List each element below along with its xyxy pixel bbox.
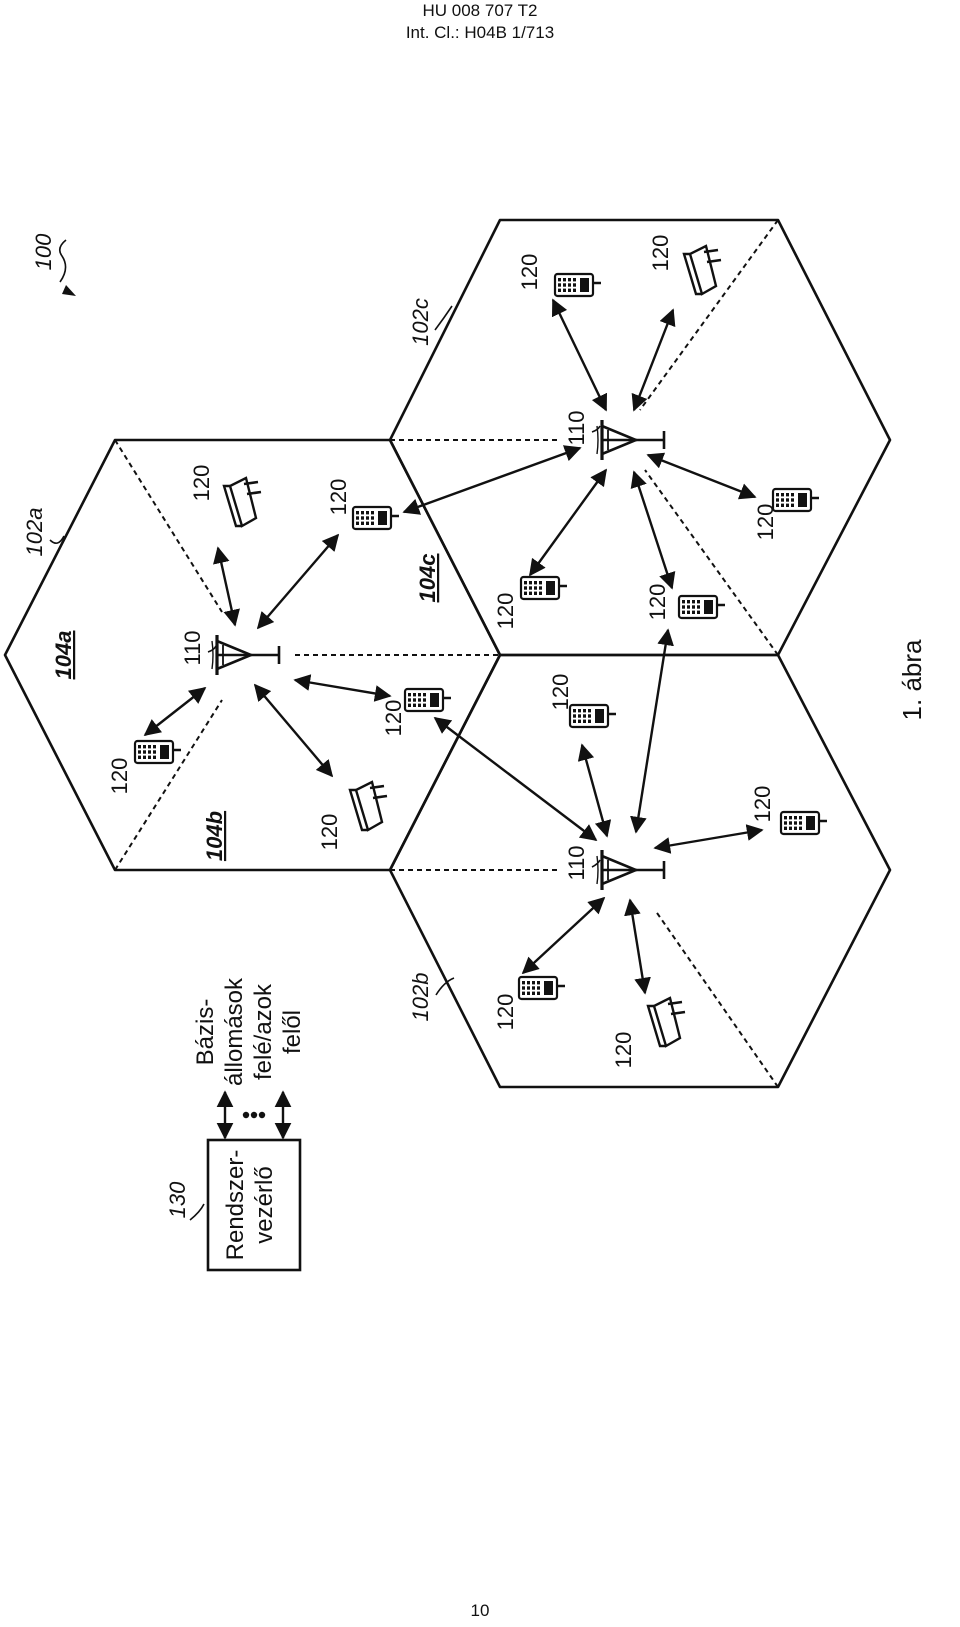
terminal-phone-icon	[133, 739, 183, 765]
terminal-phone-icon	[677, 594, 727, 620]
radio-links	[143, 298, 764, 995]
bs-link-text-1: Bázis-	[192, 999, 219, 1066]
terminal-phone-icon	[568, 703, 618, 729]
patent-number: HU 008 707 T2	[422, 1, 538, 20]
terminal-label: 120	[381, 700, 406, 737]
terminal-modem-icon	[348, 780, 389, 832]
terminal-label: 120	[189, 465, 214, 502]
terminal-label: 120	[107, 758, 132, 795]
bs-link-text-2: állomások	[221, 977, 248, 1086]
base-station-label: 110	[564, 845, 589, 880]
controller-ref: 130	[165, 1181, 190, 1218]
ellipsis-dots	[242, 1111, 266, 1119]
terminal-modem-icon	[646, 996, 687, 1048]
bs-link-text-4: felől	[279, 1010, 306, 1054]
terminals	[133, 244, 829, 1048]
terminal-phone-icon	[553, 272, 603, 298]
terminal-label: 120	[750, 786, 775, 823]
terminal-modem-icon	[222, 476, 263, 528]
base-station-cell-c-icon	[595, 418, 666, 462]
terminal-phone-icon	[779, 810, 829, 836]
cell-label-102a: 102a	[22, 508, 47, 557]
controller-text-line1: Rendszer-	[222, 1150, 249, 1261]
terminal-label: 120	[493, 994, 518, 1031]
figure-caption: 1. ábra	[897, 639, 927, 720]
cell-label-102b: 102b	[408, 973, 433, 1022]
base-station-cell-b-icon	[595, 848, 666, 892]
system-controller-box	[206, 1138, 302, 1272]
terminal-label: 120	[648, 235, 673, 272]
bs-link-text-3: felé/azok	[250, 983, 277, 1080]
leader-lines	[49, 239, 601, 1221]
terminal-phone-icon	[351, 505, 401, 531]
base-station-label: 110	[180, 630, 205, 665]
base-station-cell-a-icon	[210, 633, 281, 677]
cell-c-boundary	[388, 218, 892, 657]
terminal-label: 120	[493, 593, 518, 630]
sector-lines	[114, 219, 779, 1088]
classification: Int. Cl.: H04B 1/713	[405, 23, 555, 42]
sector-label-104c: 104c	[415, 554, 440, 603]
sector-label-104b: 104b	[202, 811, 227, 861]
terminal-label: 120	[326, 479, 351, 516]
terminal-modem-icon	[682, 244, 723, 296]
terminal-phone-icon	[771, 487, 821, 513]
page-number: 10	[470, 1601, 490, 1620]
terminal-label: 120	[645, 584, 670, 621]
terminal-phone-icon	[403, 687, 453, 713]
sector-label-104a: 104a	[51, 631, 76, 680]
terminal-label: 120	[548, 674, 573, 711]
base-station-label: 110	[564, 410, 589, 445]
terminal-phone-icon	[517, 975, 567, 1001]
terminal-label: 120	[317, 814, 342, 851]
controller-text-line2: vezérlő	[251, 1166, 278, 1243]
terminal-phone-icon	[519, 575, 569, 601]
cell-label-102c: 102c	[408, 298, 433, 346]
terminal-label: 120	[753, 504, 778, 541]
system-ref: 100	[31, 233, 56, 270]
terminal-label: 120	[517, 254, 542, 291]
terminal-label: 120	[611, 1032, 636, 1069]
cell-boundaries	[3, 218, 892, 1089]
base-station-labels: 110 110 110	[180, 410, 589, 880]
terminal-labels: 120 120 120 120 120 120 120 120 120 120 …	[107, 235, 778, 1069]
